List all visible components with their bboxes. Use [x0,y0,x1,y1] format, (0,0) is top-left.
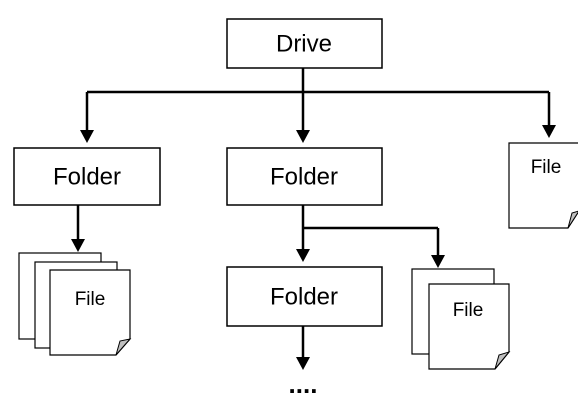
arrowhead [542,125,556,138]
file-label: File [453,300,484,321]
arrowhead [431,255,445,268]
folder-node-middle[interactable]: Folder [226,147,383,206]
folder-node-lower[interactable]: Folder [226,266,383,327]
file-label: File [75,289,106,310]
drive-node[interactable]: Drive [226,18,383,69]
lower-folder-connector [296,326,310,370]
middle-folder-connectors [296,205,445,268]
folder-node-left[interactable]: Folder [13,147,161,206]
arrowhead [71,239,85,252]
arrowhead [296,357,310,370]
drive-connectors [80,68,556,143]
arrowhead [80,130,94,143]
file-stack-icon-left[interactable]: File [18,252,132,356]
left-folder-connector [71,205,85,252]
folder-label: Folder [53,163,121,190]
file-label: File [531,157,562,178]
file-stack-icon-right[interactable]: File [411,268,511,370]
file-icon-single[interactable]: File [508,142,578,229]
folder-label: Folder [270,283,338,310]
folder-label: Folder [270,163,338,190]
arrowhead [296,249,310,262]
continuation-ellipsis: .... [289,369,318,397]
arrowhead [296,130,310,143]
drive-label: Drive [276,30,332,57]
